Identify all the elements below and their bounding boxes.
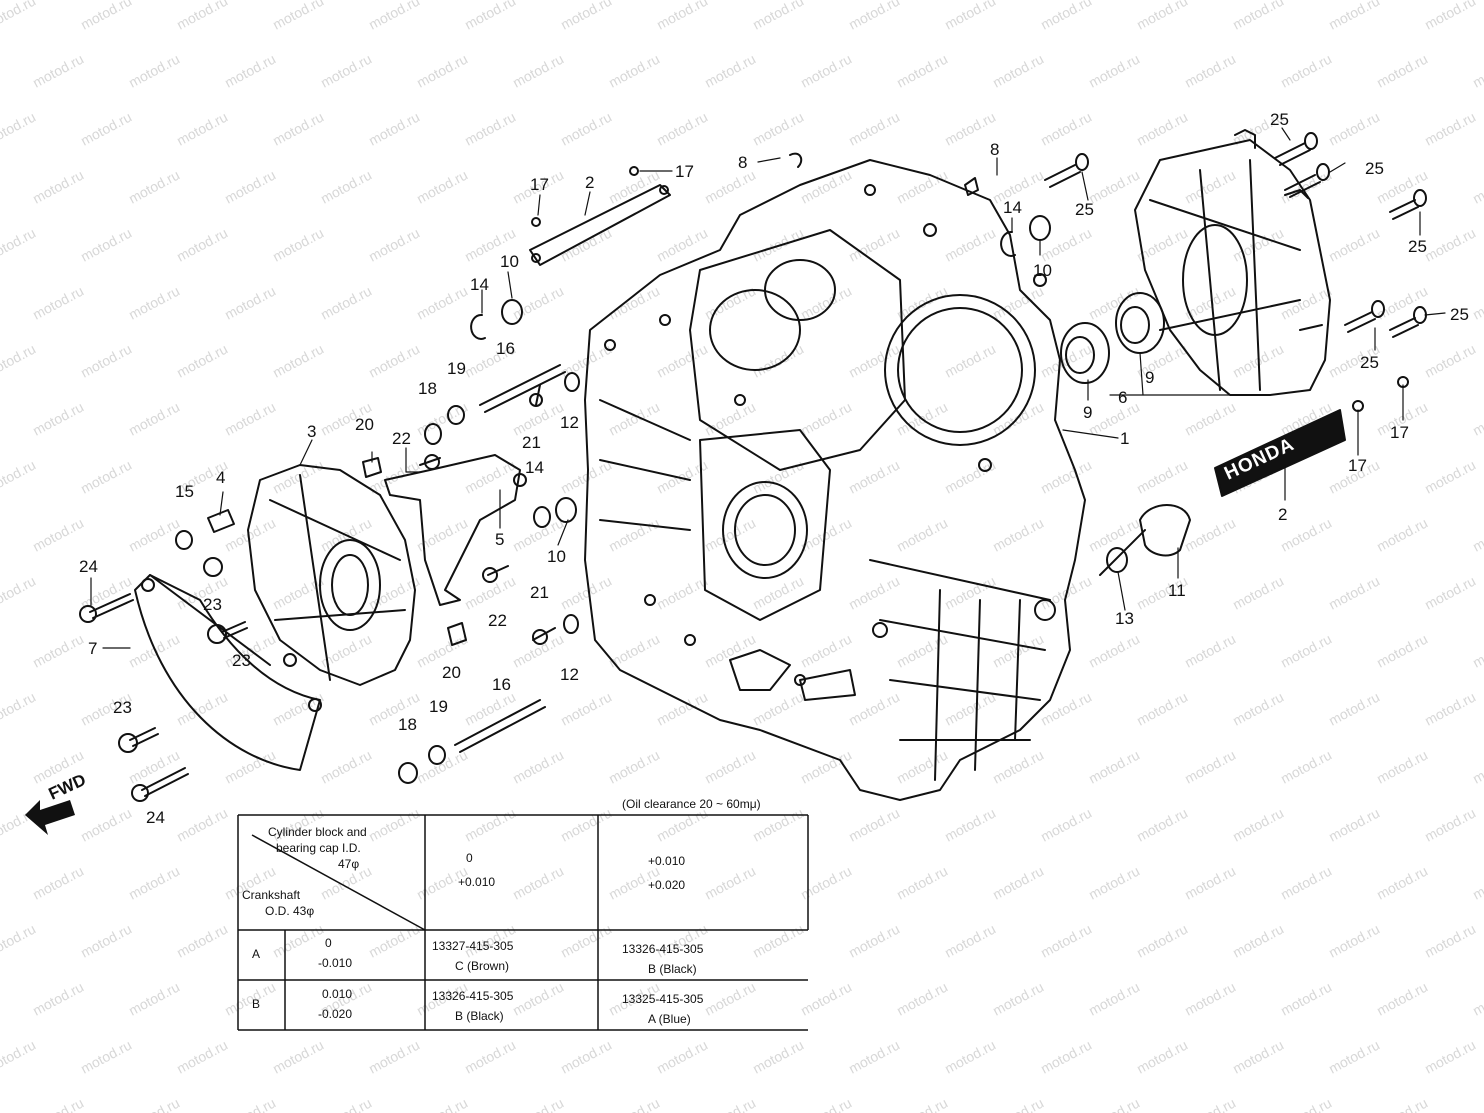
bearing-selection-table: (Oil clearance 20 ~ 60mμ) Cylinder block… (237, 797, 809, 1031)
small-fasteners (79, 152, 1409, 802)
callout-5: 5 (495, 530, 504, 549)
callout-9: 9 (1083, 403, 1092, 422)
callout-23: 23 (113, 698, 132, 717)
col1-head-line1: 0 (466, 851, 473, 865)
crankcase-block (584, 159, 1086, 801)
callout-15: 15 (175, 482, 194, 501)
callout-7: 7 (88, 639, 97, 658)
table-rowhead-line1: Crankshaft (242, 888, 301, 902)
callout-20: 20 (355, 415, 374, 434)
callout-17: 17 (1390, 423, 1409, 442)
lower-guard (134, 574, 322, 771)
callout-20: 20 (442, 663, 461, 682)
callouts: 17 2 17 8 8 14 10 25 25 25 25 25 25 25 1… (79, 110, 1469, 827)
col1-head-line2: +0.010 (458, 875, 495, 889)
row-b-cell2-part: 13325-415-305 (622, 992, 704, 1006)
row-a-range1: 0 (325, 936, 332, 950)
oil-filler-cap (1099, 504, 1191, 576)
table-header-line2: bearing cap I.D. (276, 841, 361, 855)
row-a-cell2-color: B (Black) (648, 962, 697, 976)
callout-4: 4 (216, 468, 225, 487)
callout-12: 12 (560, 665, 579, 684)
callout-22: 22 (488, 611, 507, 630)
row-a-cell2-part: 13326-415-305 (622, 942, 704, 956)
row-b-cell1-part: 13326-415-305 (432, 989, 514, 1003)
callout-10: 10 (500, 252, 519, 271)
callout-10: 10 (1033, 261, 1052, 280)
top-stay (529, 184, 671, 266)
callout-8: 8 (990, 140, 999, 159)
row-a-cell1-color: C (Brown) (455, 959, 509, 973)
callout-25: 25 (1365, 159, 1384, 178)
oil-clearance-note: (Oil clearance 20 ~ 60mμ) (622, 797, 761, 811)
callout-22: 22 (392, 429, 411, 448)
table-header-line3: 47φ (338, 857, 359, 871)
callout-24: 24 (79, 557, 98, 576)
callout-13: 13 (1115, 609, 1134, 628)
callout-14: 14 (1003, 198, 1022, 217)
callout-1: 1 (1120, 429, 1129, 448)
callout-11: 11 (1168, 581, 1186, 600)
emblem-plate (1214, 409, 1346, 497)
stud-16a (479, 364, 566, 413)
row-b-cell1-color: B (Black) (455, 1009, 504, 1023)
callout-24: 24 (146, 808, 165, 827)
row-a-code: A (252, 947, 260, 961)
col2-head-line1: +0.010 (648, 854, 685, 868)
callout-17: 17 (1348, 456, 1367, 475)
callout-8: 8 (738, 153, 747, 172)
oil-seal-9a (1060, 322, 1110, 384)
callout-6: 6 (1118, 388, 1127, 407)
callout-2: 2 (1278, 505, 1287, 524)
row-b-cell2-color: A (Blue) (648, 1012, 691, 1026)
leader-lines (90, 127, 1446, 649)
callout-25: 25 (1075, 200, 1094, 219)
callout-12: 12 (560, 413, 579, 432)
callout-17: 17 (530, 175, 549, 194)
callout-19: 19 (429, 697, 448, 716)
col2-head-line2: +0.020 (648, 878, 685, 892)
callout-3: 3 (307, 422, 316, 441)
callout-16: 16 (496, 339, 515, 358)
callout-14: 14 (470, 275, 489, 294)
oil-pump-bracket (384, 454, 527, 606)
callout-25: 25 (1360, 353, 1379, 372)
callout-16: 16 (492, 675, 511, 694)
callout-23: 23 (203, 595, 222, 614)
callout-25: 25 (1408, 237, 1427, 256)
row-a-cell1-part: 13327-415-305 (432, 939, 514, 953)
fwd-arrow: FWD (25, 770, 89, 835)
oil-seal-9b (1115, 292, 1165, 354)
row-b-code: B (252, 997, 260, 1011)
fwd-label: FWD (46, 770, 89, 804)
stud-16b (454, 699, 546, 753)
callout-17: 17 (675, 162, 694, 181)
callout-10: 10 (547, 547, 566, 566)
callout-25: 25 (1450, 305, 1469, 324)
table-header-line1: Cylinder block and (268, 825, 367, 839)
row-b-range2: -0.020 (318, 1007, 352, 1021)
table-rowhead-line2: O.D. 43φ (265, 904, 314, 918)
callout-25: 25 (1270, 110, 1289, 129)
callout-18: 18 (418, 379, 437, 398)
rear-cover (1134, 129, 1331, 396)
callout-21: 21 (522, 433, 541, 452)
row-a-range2: -0.010 (318, 956, 352, 970)
callout-2: 2 (585, 173, 594, 192)
front-cover-plate (247, 464, 416, 686)
bolts-25 (1044, 132, 1427, 338)
callout-14: 14 (525, 458, 544, 477)
callout-23: 23 (232, 651, 251, 670)
callout-18: 18 (398, 715, 417, 734)
callout-9: 9 (1145, 368, 1154, 387)
callout-21: 21 (530, 583, 549, 602)
callout-19: 19 (447, 359, 466, 378)
row-b-range1: 0.010 (322, 987, 352, 1001)
